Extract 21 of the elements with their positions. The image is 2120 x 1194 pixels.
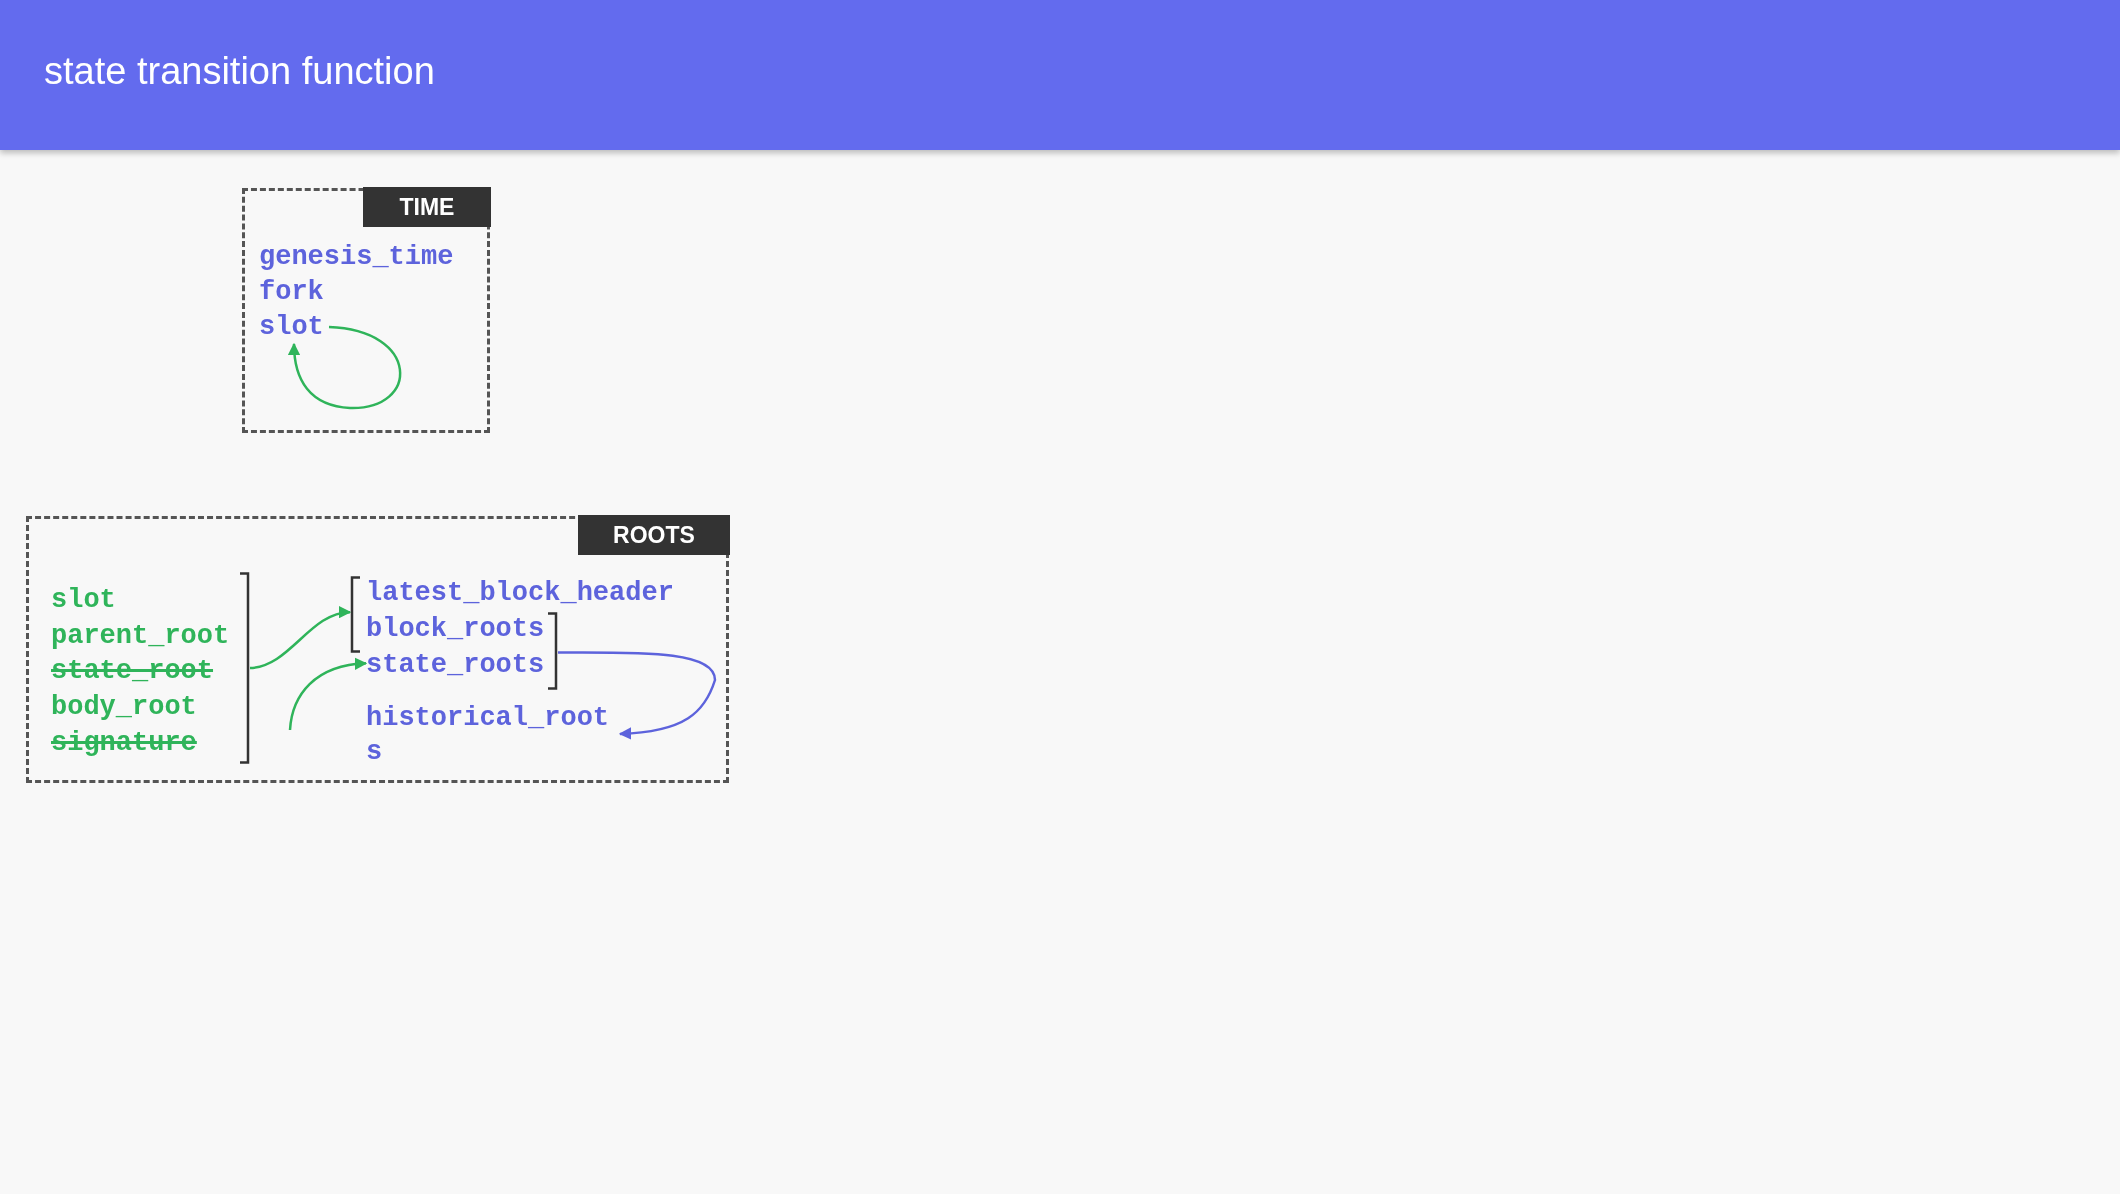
field-name: latest_block_header xyxy=(366,576,686,610)
field-name: historical_roots xyxy=(366,701,616,771)
arrow xyxy=(249,607,352,670)
group-title: TIME xyxy=(363,187,491,227)
field-name: body_root xyxy=(51,690,206,724)
field-name: slot xyxy=(51,583,131,617)
field-name: genesis_time xyxy=(259,240,459,274)
field-name: state_root xyxy=(51,654,221,688)
arrow xyxy=(558,651,717,740)
field-name: fork xyxy=(259,275,359,309)
arrow xyxy=(288,325,402,410)
field-name: parent_root xyxy=(51,619,236,653)
arrow xyxy=(288,658,368,731)
page-title: state transition function xyxy=(44,50,435,93)
field-name: signature xyxy=(51,726,201,760)
group-title: ROOTS xyxy=(578,515,730,555)
field-name: block_roots xyxy=(366,612,546,646)
field-name: state_roots xyxy=(366,648,546,682)
dashed-group-box xyxy=(26,516,729,783)
field-name: slot xyxy=(259,310,329,344)
dashed-group-box xyxy=(242,188,490,433)
